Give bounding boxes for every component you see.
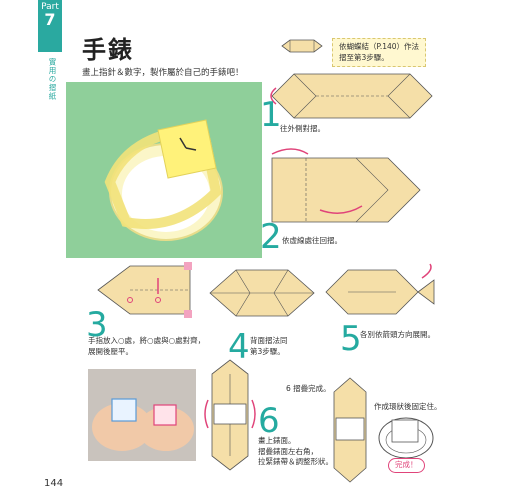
step6-text-line3: 拉緊錶帶＆調整形狀。 [258, 457, 333, 466]
step6-text-line1: 畫上錶面。 [258, 436, 296, 445]
page-title: 手錶 [82, 36, 134, 64]
step5-diagram [325, 263, 435, 315]
chapter-tab: Part 7 [38, 0, 62, 52]
part-number: 7 [44, 10, 56, 30]
step4-text: 背面摺法同 第3步驟。 [250, 336, 288, 357]
step3-text-line1: 手指放入○處，將○處與○處對齊， [88, 336, 206, 345]
folded-watch-diagram [333, 377, 367, 483]
step3-number: 3 [86, 305, 108, 345]
intro-note-line2: 摺至第3步驟。 [339, 52, 389, 62]
intro-note-line1: 依蝴蝶結（P.140）作法 [339, 42, 420, 51]
intro-note: 依蝴蝶結（P.140）作法 摺至第3步驟。 [332, 38, 427, 67]
step4-text-line2: 第3步驟。 [250, 346, 285, 356]
step1-diagram [270, 73, 433, 119]
step4-text-line1: 背面摺法同 [250, 336, 288, 345]
step3-text: 手指放入○處，將○處與○處對齊， 展開後壓平。 [88, 336, 205, 357]
page-subtitle: 畫上指針＆數字，製作屬於自己的手錶吧！ [82, 68, 244, 78]
page-number: 144 [44, 478, 64, 489]
step3-text-line2: 展開後壓平。 [88, 346, 133, 356]
step6-text-line2: 摺疊錶面左右角， [258, 446, 318, 456]
step1-number: 1 [260, 95, 282, 135]
step5-text: 各別依箭頭方向展開。 [360, 330, 435, 339]
wrist-photo-art [92, 398, 194, 451]
ring-watch-diagram [378, 417, 434, 459]
watch-photo [66, 82, 262, 258]
small-folded-strip [281, 39, 323, 53]
pink-arrow-icon [271, 148, 309, 155]
pink-arrow-icon [270, 87, 277, 105]
wrist-photo [88, 369, 196, 461]
step4-diagram [209, 269, 315, 317]
step6-diagram [204, 359, 256, 471]
watch-photo-art [104, 119, 223, 241]
step6-number: 6 [258, 401, 280, 441]
step5-number: 5 [340, 319, 362, 359]
done-note: 6 摺疊完成。 [286, 384, 331, 393]
step2-text: 依虛線處往回摺。 [282, 236, 342, 245]
chapter-vertical-text: 實用の摺紙 [48, 58, 57, 101]
ring-note: 作成環狀後固定住。 [374, 402, 442, 411]
part-label: Part [41, 2, 59, 12]
step4-number: 4 [228, 327, 250, 367]
complete-badge: 完成！ [388, 458, 425, 473]
step3-diagram [97, 262, 192, 318]
step2-number: 2 [260, 217, 282, 257]
watch-face-icon [179, 137, 197, 151]
step1-text: 往外側對摺。 [280, 124, 325, 133]
step6-text: 畫上錶面。 摺疊錶面左右角， 拉緊錶帶＆調整形狀。 [258, 436, 333, 468]
step2-diagram [271, 148, 421, 223]
